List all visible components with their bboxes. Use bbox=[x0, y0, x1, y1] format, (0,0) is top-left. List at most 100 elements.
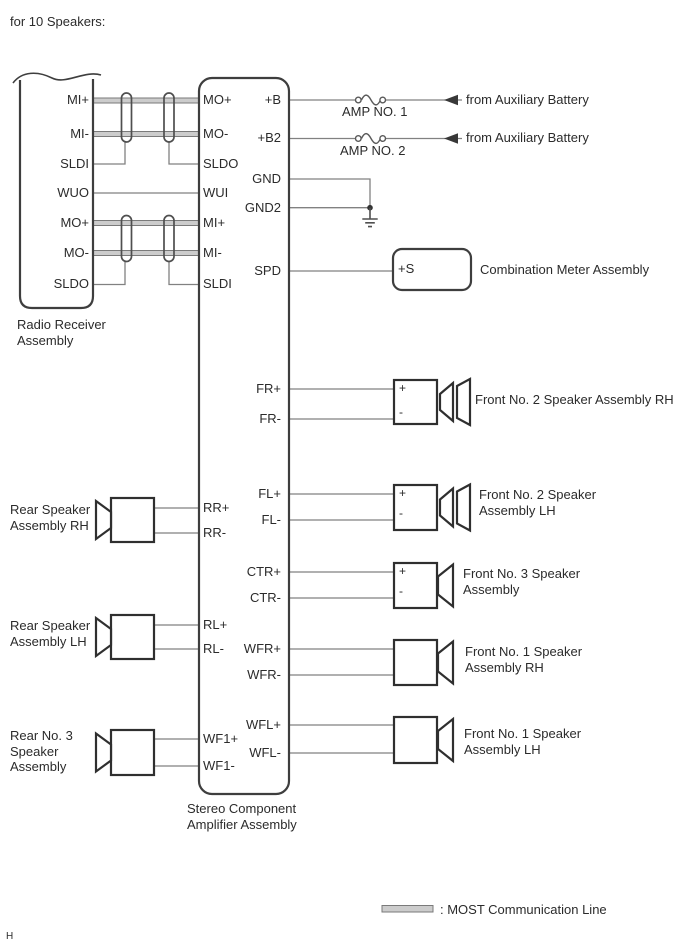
radio-receiver-box bbox=[18, 79, 95, 310]
wire-shield-sldo-bottom bbox=[93, 261, 126, 286]
twisted-pair-icon bbox=[163, 92, 175, 143]
radio-pin-sldi: SLDI bbox=[60, 156, 89, 171]
amp-pin-rl-plus: RL+ bbox=[203, 617, 228, 632]
speaker-label-front-no2-rh: Front No. 2 Speaker Assembly RH bbox=[475, 392, 674, 407]
wire-shield-sldi-top bbox=[93, 142, 126, 165]
radio-pin-mo-plus: MO+ bbox=[60, 215, 89, 230]
amp-pin-gnd2: GND2 bbox=[244, 200, 281, 215]
speaker-label-rear-lh: Rear Speaker Assembly LH bbox=[10, 618, 91, 649]
wire-group bbox=[93, 99, 462, 767]
radio-receiver-label: Radio Receiver Assembly bbox=[17, 317, 106, 348]
amp-pin-wf1-plus: WF1+ bbox=[203, 731, 239, 746]
speaker-label-front-no1-lh: Front No. 1 Speaker Assembly LH bbox=[464, 726, 582, 757]
twisted-pair-icon bbox=[163, 214, 175, 263]
wire-ctr bbox=[289, 571, 394, 599]
radio-pin-mi-plus: MI+ bbox=[66, 92, 89, 107]
radio-pin-mi-minus: MI- bbox=[70, 126, 89, 141]
wire-rr bbox=[154, 507, 199, 534]
speaker-icon-rear-rh bbox=[94, 496, 156, 544]
fuse-amp-no-2-icon bbox=[354, 132, 387, 145]
speaker-label-front-no1-rh: Front No. 1 Speaker Assembly RH bbox=[465, 644, 583, 675]
amp-pin-wf1-minus: WF1- bbox=[203, 758, 235, 773]
amp-pin-fr-minus: FR- bbox=[259, 411, 281, 426]
amp-pin-wui: WUI bbox=[203, 185, 229, 200]
wire-wfl bbox=[289, 724, 394, 754]
amp-pin-fl-minus: FL- bbox=[261, 512, 282, 527]
amp-pin-mo-minus: MO- bbox=[203, 126, 229, 141]
component-boxes bbox=[12, 72, 473, 796]
speaker-label-front-no3: Front No. 3 Speaker Assembly bbox=[463, 566, 581, 597]
wire-shield-sldi-bottom bbox=[168, 261, 199, 286]
source-label-aux-battery-2: from Auxiliary Battery bbox=[466, 130, 589, 145]
most-line-bar bbox=[92, 131, 200, 137]
amp-pin-spd: SPD bbox=[254, 263, 281, 278]
amp-pin-sldo: SLDO bbox=[203, 156, 239, 171]
amp-pin-wfr-minus: WFR- bbox=[247, 667, 281, 682]
amp-pin-rr-plus: RR+ bbox=[203, 500, 230, 515]
wire-gnd bbox=[289, 178, 371, 208]
twisted-pair-icons bbox=[120, 92, 175, 263]
ground-icon bbox=[362, 207, 378, 228]
amp-pin-wfl-minus: WFL- bbox=[249, 745, 281, 760]
radio-pin-wuo: WUO bbox=[57, 185, 89, 200]
amp-pin-wfl-plus: WFL+ bbox=[245, 717, 281, 732]
amp-pin-sldi: SLDI bbox=[203, 276, 232, 291]
fr-minus-mark: - bbox=[399, 405, 403, 419]
most-line-bar bbox=[92, 250, 200, 256]
amp-pin-gnd: GND bbox=[252, 171, 281, 186]
wire-wfr bbox=[289, 648, 394, 676]
fr-plus-mark: + bbox=[399, 381, 407, 395]
arrow-left-icon bbox=[444, 133, 458, 144]
radio-pin-mo-minus: MO- bbox=[63, 245, 89, 260]
speaker-label-front-no2-lh: Front No. 2 Speaker Assembly LH bbox=[479, 487, 597, 518]
wire-wf1 bbox=[154, 738, 199, 767]
wire-fr bbox=[289, 388, 394, 420]
fl-plus-mark: + bbox=[399, 486, 407, 500]
amp-pin-ctr-plus: CTR+ bbox=[246, 564, 281, 579]
amp-pin-plus-b2: +B2 bbox=[257, 130, 282, 145]
speaker-icon-front-no2-lh bbox=[392, 482, 472, 533]
twisted-pair-icon bbox=[120, 92, 133, 143]
combination-meter-box bbox=[391, 247, 473, 292]
speaker-icon-front-no3 bbox=[392, 561, 455, 610]
page-title: for 10 Speakers: bbox=[10, 14, 106, 29]
legend-most-label: : MOST Communication Line bbox=[440, 902, 607, 917]
most-line-bar bbox=[92, 220, 200, 226]
speaker-icon-front-no1-lh bbox=[392, 715, 455, 765]
amplifier-label: Stereo Component Amplifier Assembly bbox=[187, 801, 297, 832]
arrow-left-icon bbox=[444, 94, 458, 106]
amp-pin-fr-plus: FR+ bbox=[256, 381, 281, 396]
twisted-pair-icon bbox=[120, 214, 133, 263]
amplifier-box bbox=[197, 76, 291, 796]
fuse-amp-no-1-icon bbox=[354, 94, 387, 106]
speaker-label-rear-rh: Rear Speaker Assembly RH bbox=[10, 502, 91, 533]
amp-pin-mi-minus: MI- bbox=[203, 245, 222, 260]
source-label-aux-battery-1: from Auxiliary Battery bbox=[466, 92, 589, 107]
speaker-icon-rear-no3 bbox=[94, 728, 156, 777]
ctr-plus-mark: + bbox=[399, 564, 407, 578]
speaker-icon-front-no2-rh bbox=[392, 377, 472, 427]
ctr-minus-mark: - bbox=[399, 584, 403, 598]
amp-pin-fl-plus: FL+ bbox=[258, 486, 281, 501]
amp-pin-plus-b: +B bbox=[264, 92, 281, 107]
legend-most-bar bbox=[381, 905, 434, 913]
fuse-label-amp-no-2: AMP NO. 2 bbox=[340, 143, 406, 158]
wire-rl bbox=[154, 624, 199, 650]
amp-pin-ctr-minus: CTR- bbox=[249, 590, 281, 605]
amp-pin-rl-minus: RL- bbox=[203, 641, 224, 656]
speaker-label-rear-no3: Rear No. 3 Speaker Assembly bbox=[10, 728, 73, 774]
most-line-bar bbox=[92, 97, 200, 104]
radio-receiver-break-line bbox=[12, 72, 102, 84]
speaker-icon-front-no1-rh bbox=[392, 638, 455, 687]
wire-fl bbox=[289, 493, 394, 521]
fl-minus-mark: - bbox=[399, 506, 403, 520]
radio-pin-sldo: SLDO bbox=[53, 276, 89, 291]
combination-meter-label: Combination Meter Assembly bbox=[480, 262, 650, 277]
amp-pin-mo-plus: MO+ bbox=[203, 92, 232, 107]
amp-pin-wfr-plus: WFR+ bbox=[243, 641, 281, 656]
speaker-icon-rear-lh bbox=[94, 613, 156, 661]
footer-mark: H bbox=[6, 931, 14, 942]
amp-pin-mi-plus: MI+ bbox=[203, 215, 226, 230]
